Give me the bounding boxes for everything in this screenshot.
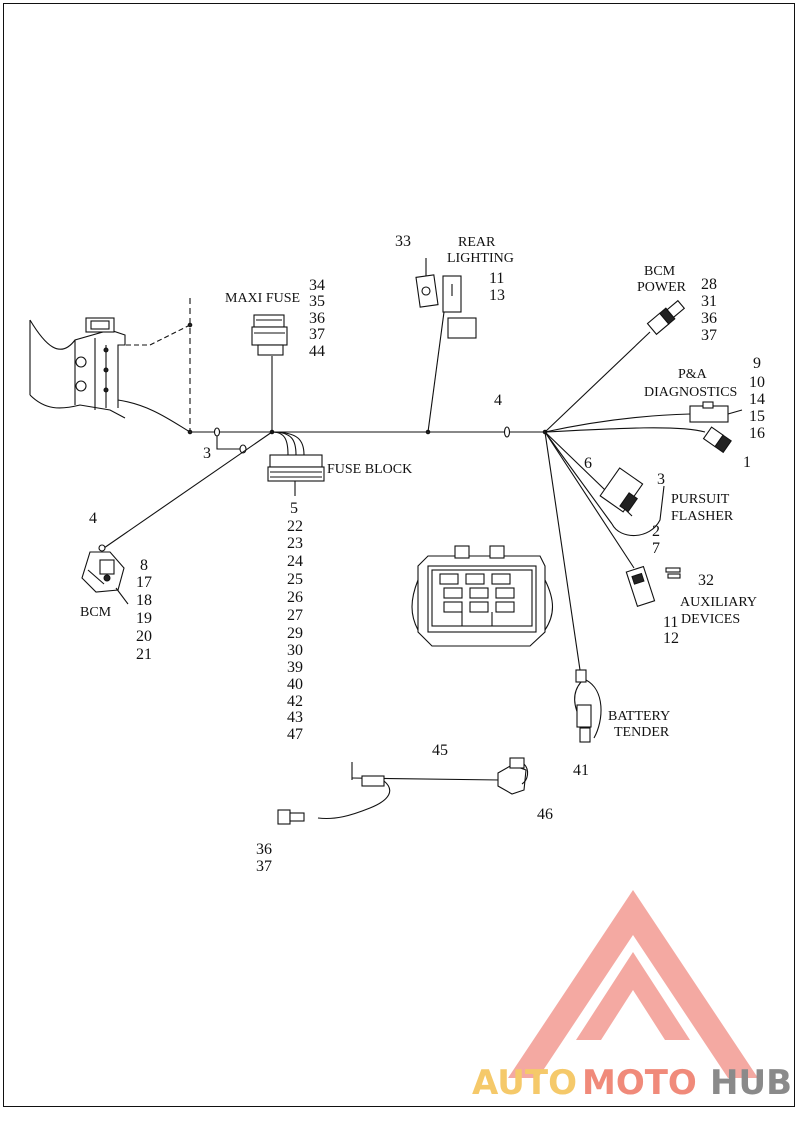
- label-pa-diag-2: DIAGNOSTICS: [644, 385, 737, 400]
- callout-pa-diag-plug: 1: [743, 454, 751, 471]
- callout-fuse-block-3: 23: [287, 535, 303, 552]
- label-rear-lighting-2: LIGHTING: [447, 251, 514, 266]
- callout-pursuit-2: 2: [652, 523, 660, 540]
- callout-bcm-6: 21: [136, 646, 152, 663]
- battery-tender: BATTERY TENDER 41: [544, 431, 670, 779]
- callout-fuse-block-12: 42: [287, 693, 303, 710]
- connector-face-detail: [411, 545, 554, 647]
- callout-maxi-fuse-2: 35: [309, 293, 325, 310]
- callout-harness-45: 45: [432, 742, 448, 759]
- label-pursuit-1: PURSUIT: [671, 492, 730, 507]
- callout-aux-2: 12: [663, 630, 679, 647]
- label-bcm-power-1: BCM: [644, 264, 676, 279]
- callout-pa-diag-5: 16: [749, 425, 765, 442]
- callout-harness-46: 46: [537, 806, 553, 823]
- callout-aux-1: 11: [663, 614, 678, 631]
- sub-harness-45: 45 46 36 37: [256, 742, 553, 875]
- bcm-power-connector: BCM POWER 28 31 36 37: [544, 264, 717, 433]
- callout-bcm-1: 8: [140, 557, 148, 574]
- pursuit-flasher: 6 3 PURSUIT FLASHER 2 7: [544, 431, 734, 557]
- label-aux-2: DEVICES: [681, 612, 740, 627]
- callout-fuse-block-10: 39: [287, 659, 303, 676]
- fuse-block: FUSE BLOCK 5 22 23 24 25 26 27 29 30 39 …: [267, 431, 412, 743]
- vehicle-frame: [29, 298, 193, 430]
- callout-fuse-block-4: 24: [287, 553, 303, 570]
- callout-aux-32: 32: [698, 572, 714, 589]
- callout-fuse-block-11: 40: [287, 676, 303, 693]
- label-battery-1: BATTERY: [608, 709, 670, 724]
- label-aux-1: AUXILIARY: [680, 595, 757, 610]
- callout-pa-diag-1: 9: [753, 355, 761, 372]
- auxiliary-devices-connector: 32 AUXILIARY DEVICES 11 12: [544, 431, 757, 647]
- callout-clip-3: 3: [203, 445, 211, 462]
- diagram-frame: [3, 3, 795, 1107]
- label-rear-lighting-1: REAR: [458, 235, 496, 250]
- label-maxi-fuse: MAXI FUSE: [225, 291, 300, 306]
- callout-fuse-block-9: 30: [287, 642, 303, 659]
- pa-diagnostics-connector: P&A DIAGNOSTICS 9 10 14 15 16 1: [544, 355, 765, 471]
- callout-fuse-block-13: 43: [287, 709, 303, 726]
- callout-bcm-power-2: 31: [701, 293, 717, 310]
- callout-rear-lighting-1: 11: [489, 270, 504, 287]
- callout-fuse-block-14: 47: [287, 726, 303, 743]
- callout-rear-lighting-33: 33: [395, 233, 411, 250]
- callout-harness-plug-1: 36: [256, 841, 272, 858]
- callout-maxi-fuse-5: 44: [309, 343, 325, 360]
- callout-pursuit-6: 6: [584, 455, 592, 472]
- callout-harness-plug-2: 37: [256, 858, 272, 875]
- watermark-hub: HUB: [710, 1063, 792, 1103]
- label-bcm-power-2: POWER: [637, 280, 687, 295]
- bcm: 4 BCM 8 17 18 19 20 21: [80, 431, 273, 663]
- callout-pursuit-7: 7: [652, 540, 660, 557]
- main-harness-trunk: [117, 399, 548, 435]
- callout-pursuit-3: 3: [657, 471, 665, 488]
- callout-bcm-2: 17: [136, 574, 152, 591]
- clip-4: 4: [494, 392, 511, 438]
- callout-bcm-power-4: 37: [701, 327, 717, 344]
- label-bcm: BCM: [80, 605, 112, 620]
- label-fuse-block: FUSE BLOCK: [327, 462, 412, 477]
- label-battery-2: TENDER: [614, 725, 670, 740]
- label-pa-diag-1: P&A: [678, 367, 708, 382]
- callout-clip-4-bcm: 4: [89, 510, 97, 527]
- callout-battery: 41: [573, 762, 589, 779]
- watermark-moto: MOTO: [582, 1063, 697, 1103]
- callout-clip-4: 4: [494, 392, 502, 409]
- maxi-fuse: MAXI FUSE 34 35 36 37 44: [225, 277, 325, 432]
- callout-pa-diag-4: 15: [749, 408, 765, 425]
- callout-fuse-block-8: 29: [287, 625, 303, 642]
- callout-pa-diag-3: 14: [749, 391, 765, 408]
- callout-fuse-block-2: 22: [287, 518, 303, 535]
- callout-rear-lighting-2: 13: [489, 287, 505, 304]
- callout-bcm-5: 20: [136, 628, 152, 645]
- callout-bcm-power-1: 28: [701, 276, 717, 293]
- callout-maxi-fuse-3: 36: [309, 310, 325, 327]
- clip-3: 3: [203, 427, 247, 462]
- callout-fuse-block-5: 25: [287, 571, 303, 588]
- callout-bcm-4: 19: [136, 610, 152, 627]
- callout-maxi-fuse-1: 34: [309, 277, 325, 294]
- watermark-auto: AUTO: [472, 1063, 577, 1103]
- callout-pa-diag-2: 10: [749, 374, 765, 391]
- callout-fuse-block-7: 27: [287, 607, 303, 624]
- callout-bcm-3: 18: [136, 592, 152, 609]
- label-pursuit-2: FLASHER: [671, 509, 734, 524]
- callout-fuse-block-1: 5: [290, 500, 298, 517]
- callout-fuse-block-6: 26: [287, 589, 303, 606]
- watermark-text: AUTO MOTO HUB: [472, 1063, 792, 1103]
- watermark-logo: [508, 890, 758, 1078]
- rear-lighting: 33 REAR LIGHTING 11 13: [395, 233, 514, 433]
- callout-bcm-power-3: 36: [701, 310, 717, 327]
- callout-maxi-fuse-4: 37: [309, 326, 325, 343]
